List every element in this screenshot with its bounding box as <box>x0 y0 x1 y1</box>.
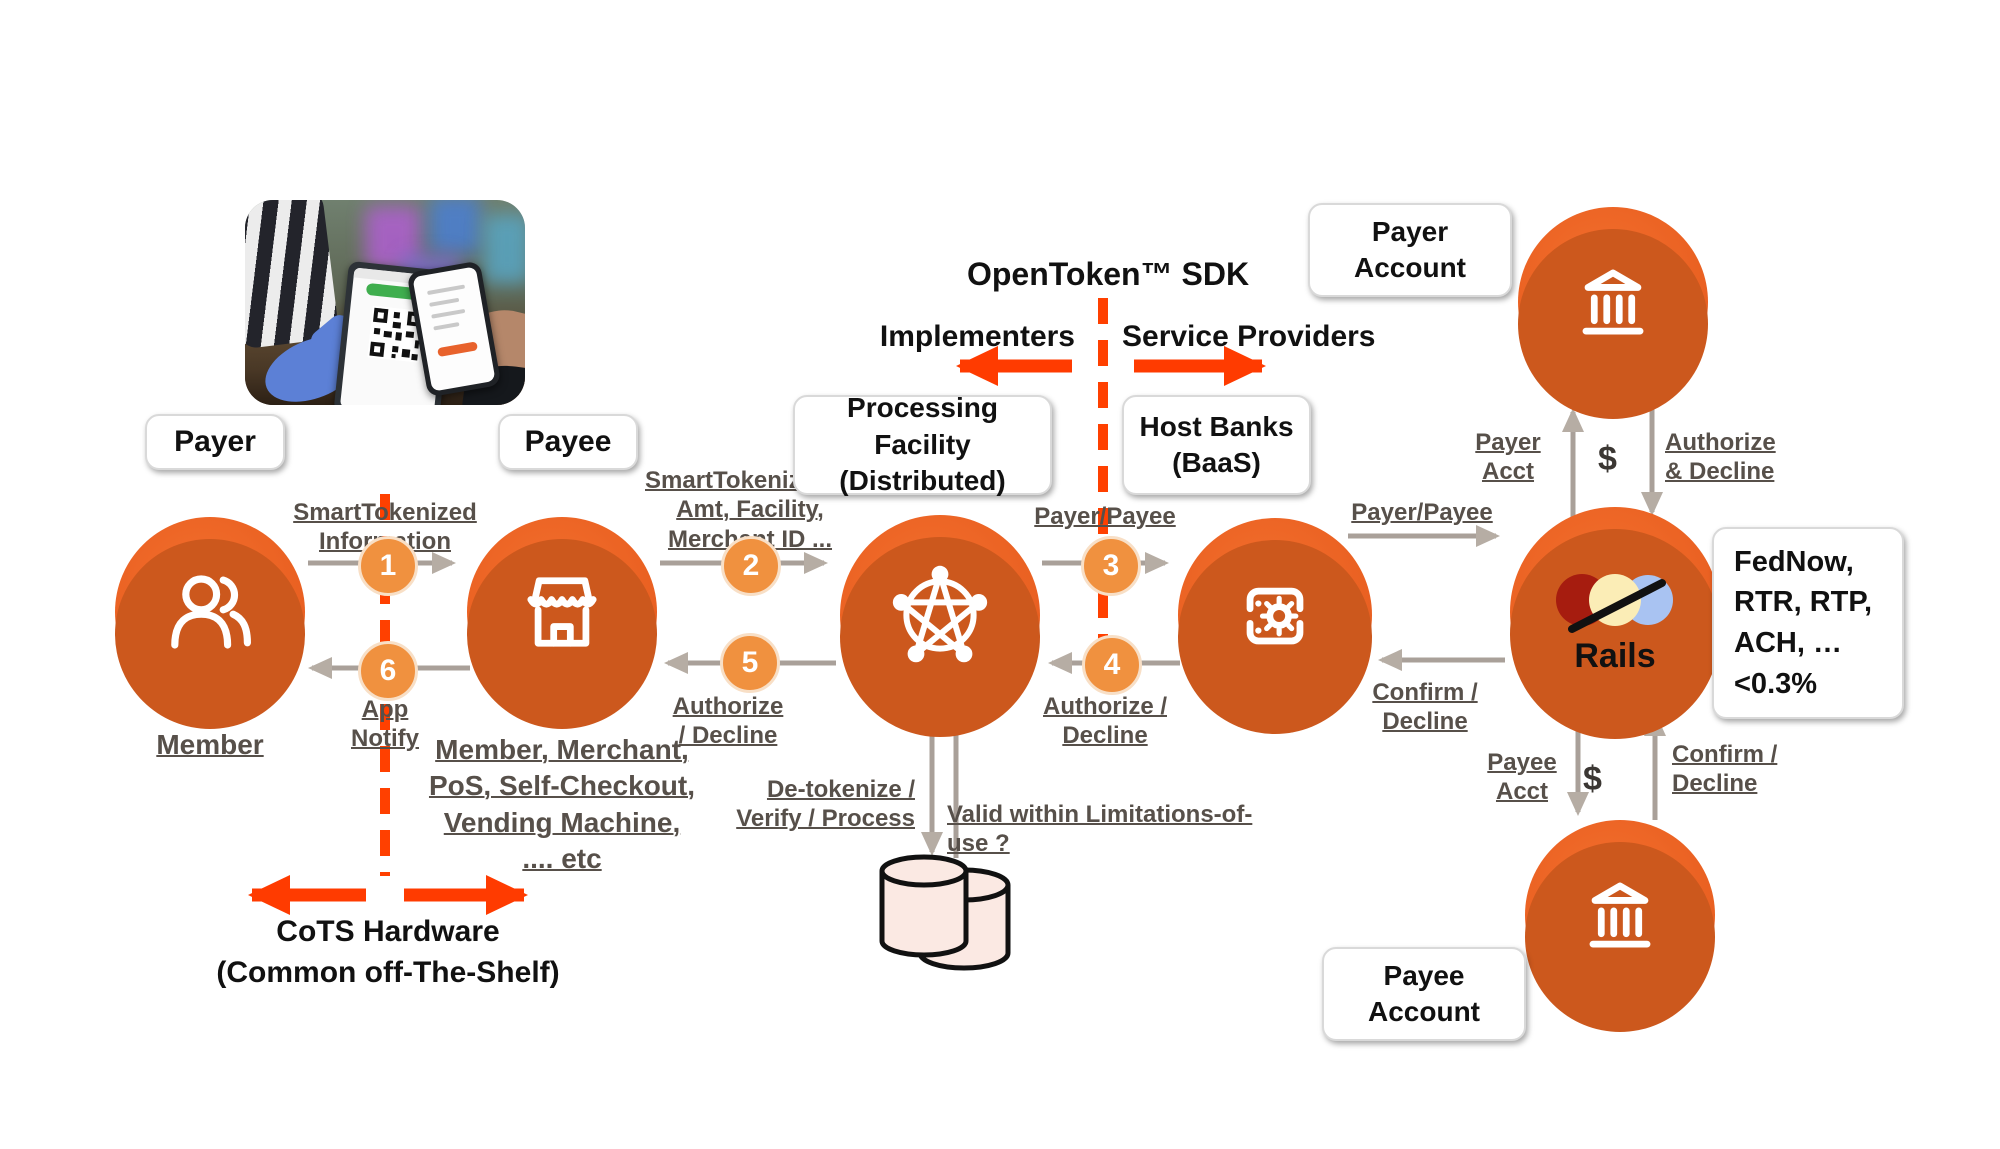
network-icon <box>892 565 988 663</box>
sdk-title: OpenToken™ SDK <box>966 256 1250 292</box>
bank-icon <box>1589 882 1651 948</box>
photo-shelf-blur <box>429 200 481 254</box>
photo-phone-line <box>433 322 460 331</box>
store-icon <box>527 577 597 647</box>
payee-account-box: Payee Account <box>1322 947 1526 1041</box>
step-circle-3: 3 <box>1081 536 1141 596</box>
step-number: 4 <box>1103 648 1121 681</box>
step-circle-4: 4 <box>1082 635 1142 695</box>
payee-dollar-label: $ <box>1583 760 1602 798</box>
payee-node <box>467 517 657 707</box>
step-number: 2 <box>742 549 760 582</box>
host-banks-node <box>1178 518 1372 712</box>
payer-node <box>115 517 305 707</box>
step-number: 6 <box>379 654 397 687</box>
payer-account-box: Payer Account <box>1308 203 1512 297</box>
photo-phone-line <box>427 284 466 296</box>
step-circle-5: 5 <box>720 633 780 693</box>
host-to-rails-label: Payer/Payee <box>1351 499 1493 526</box>
step-number: 3 <box>1102 549 1120 582</box>
detokenize-label: De-tokenize / Verify / Process <box>736 776 915 833</box>
step-5-label: Authorize / Decline <box>672 693 784 750</box>
photo-phone-line <box>431 308 466 319</box>
rails-to-host-label: Confirm / Decline <box>1372 679 1478 736</box>
card-gear-icon <box>1246 587 1304 645</box>
photo-pay-button <box>437 341 479 358</box>
validity-check-label: Valid within Limitations-of-use ? <box>947 801 1253 858</box>
step-circle-6: 6 <box>358 641 418 701</box>
service-providers-label: Service Providers <box>1122 320 1376 353</box>
payer-caption: Member <box>156 729 264 760</box>
qr-payment-photo <box>245 200 525 405</box>
payer-dollar-label: $ <box>1598 440 1617 478</box>
payee-box: Payee <box>498 414 638 470</box>
step-number: 5 <box>741 646 759 679</box>
rails-label: Rails <box>1574 637 1655 675</box>
host-banks-box: Host Banks (BaaS) <box>1122 395 1311 495</box>
bank-icon <box>1582 269 1644 335</box>
payer-box: Payer <box>145 414 285 470</box>
photo-phone-line <box>429 297 460 307</box>
people-icon <box>171 575 251 649</box>
card-schemes-crossed-icon: Rails <box>1556 574 1673 675</box>
payee-caption: Member, Merchant, PoS, Self-Checkout, Ve… <box>428 734 696 875</box>
cots-hardware-label: CoTS Hardware (Common off-The-Shelf) <box>216 915 560 989</box>
processing-facility-node <box>840 515 1040 715</box>
photo-phone-screen <box>412 266 496 392</box>
step-3-label: Payer/Payee <box>1034 503 1176 530</box>
step-circle-1: 1 <box>358 536 418 596</box>
step-4-label: Authorize / Decline <box>1043 693 1167 750</box>
payer-acct-label: Payer Acct <box>1475 429 1541 486</box>
step-circle-2: 2 <box>721 536 781 596</box>
database-icon <box>879 854 1011 971</box>
rails-node: Rails <box>1510 507 1720 717</box>
implementers-label: Implementers <box>879 320 1075 353</box>
payer-authorize-label: Authorize & Decline <box>1665 429 1776 486</box>
payee-acct-label: Payee Acct <box>1487 749 1557 806</box>
payer-bank-node <box>1518 207 1708 397</box>
payee-bank-node <box>1525 820 1715 1010</box>
payee-confirm-label: Confirm / Decline <box>1672 741 1778 798</box>
photo-shelf-blur <box>483 214 525 284</box>
step-number: 1 <box>379 549 397 582</box>
processing-facility-box: Processing Facility (Distributed) <box>793 392 1052 496</box>
rails-schemes-box: FedNow, RTR, RTP, ACH, … <0.3% <box>1712 527 1904 719</box>
